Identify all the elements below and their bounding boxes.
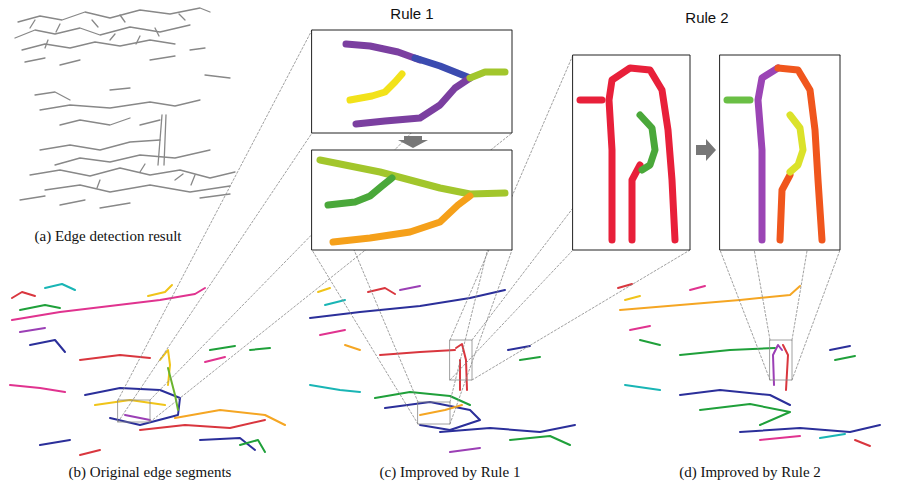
- inset-title: Rule 1: [388, 6, 435, 23]
- edge-map: [15, 8, 235, 208]
- original-segments: [10, 284, 285, 455]
- rule1-segments: [310, 286, 575, 452]
- panel-caption: (a) Edge detection result: [34, 228, 181, 245]
- panel-caption: (c) Improved by Rule 1: [380, 464, 521, 481]
- panel-caption: (d) Improved by Rule 2: [679, 464, 821, 481]
- inset-title: Rule 2: [683, 10, 730, 27]
- zoom-leaders: [118, 30, 840, 424]
- zoom-insets: [312, 30, 840, 250]
- rule2-segments: [618, 284, 880, 446]
- panel-caption: (b) Original edge segments: [69, 464, 232, 481]
